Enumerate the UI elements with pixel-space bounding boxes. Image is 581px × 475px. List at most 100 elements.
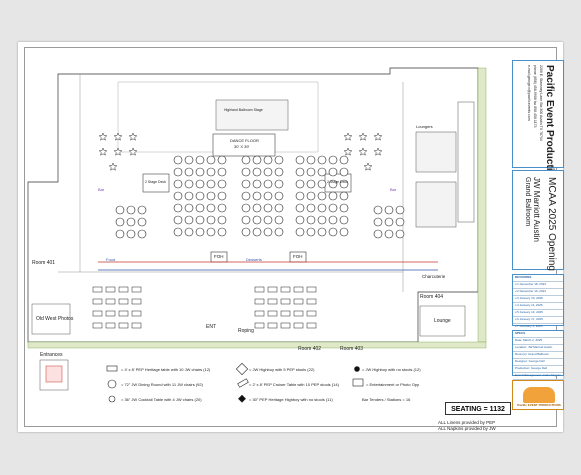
dining-round (217, 155, 227, 165)
dining-round (217, 179, 227, 189)
lounge-room (419, 305, 466, 337)
roping-label: Roping (238, 328, 254, 334)
legend-heritage-highboy: = 30" PEP Heritage Highboy with no stool… (249, 397, 333, 402)
dining-round (274, 203, 284, 213)
dining-round (317, 191, 327, 201)
dining-round (115, 229, 125, 239)
legend-highboy-stools: = JW Highboy with 5 PEP stools (22) (249, 367, 315, 372)
floor-plan-sheet: DANCE FLOOR 30' X 39' Highland Ballroom … (18, 42, 564, 432)
dining-round (295, 215, 305, 225)
foh-left-label: FOH (214, 254, 224, 259)
heritage-table (267, 286, 278, 293)
heritage-table (118, 286, 129, 293)
stage-deck-right-label: 2 Stage Deck (327, 180, 349, 184)
dining-round (217, 203, 227, 213)
dining-round (173, 227, 183, 237)
legend-highboy-no-stools: = JW Highboy with no stools (12) (362, 367, 421, 372)
dining-round (306, 167, 316, 177)
buffet-lines (98, 261, 438, 271)
old-west-photos-room (31, 303, 71, 335)
logo-mark (523, 387, 555, 403)
dining-round (252, 155, 262, 165)
dining-round (306, 215, 316, 225)
dining-round (195, 167, 205, 177)
dining-round (173, 167, 183, 177)
dining-round (317, 227, 327, 237)
dining-round (274, 179, 284, 189)
heritage-table (306, 310, 317, 317)
dining-round (306, 179, 316, 189)
seating-count: SEATING = 1132 (445, 402, 511, 415)
room-402-label: Room 402 (298, 346, 322, 352)
event-venue: JW Marriott Austin (532, 177, 541, 242)
heritage-table (306, 322, 317, 329)
stage (215, 99, 289, 131)
dining-round (306, 227, 316, 237)
dining-round (184, 191, 194, 201)
revision-item: v.6 January 17, 2025 (513, 317, 563, 324)
dining-round (252, 179, 262, 189)
heritage-table (293, 322, 304, 329)
dining-round (241, 203, 251, 213)
stage-deck-left-label: 2 Stage Deck (145, 180, 167, 184)
dance-floor-size: 30' X 39' (234, 144, 250, 149)
heritage-table (92, 322, 103, 329)
dining-round (317, 215, 327, 225)
dining-round (263, 167, 273, 177)
dining-round (252, 227, 262, 237)
dining-round (252, 167, 262, 177)
dining-round (317, 203, 327, 213)
specs-heading: SPECS (513, 331, 563, 338)
dining-round (339, 203, 349, 213)
heritage-table (118, 298, 129, 305)
dining-round (195, 179, 205, 189)
dining-round (339, 215, 349, 225)
floor-plan-drawing (27, 67, 487, 403)
dining-round (317, 179, 327, 189)
spec-item: Event Management: Carla Pagnini (513, 373, 563, 380)
dining-round (173, 191, 183, 201)
heritage-table (118, 310, 129, 317)
heritage-table (254, 298, 265, 305)
highboy-star (363, 162, 373, 171)
dining-round (126, 205, 136, 215)
heritage-table (293, 298, 304, 305)
legend-symbols (106, 362, 364, 403)
dining-round (339, 167, 349, 177)
dining-round (184, 203, 194, 213)
spec-item: Production: George Dell (513, 366, 563, 373)
heritage-table (280, 298, 291, 305)
highboy-star (358, 147, 368, 156)
company-email: e-mail george.n@pacificevents.com (527, 65, 531, 121)
dining-round (317, 167, 327, 177)
dining-round (252, 215, 262, 225)
dining-round (241, 155, 251, 165)
dining-rounds (115, 155, 405, 239)
dining-round (295, 167, 305, 177)
title-block: Pacific Event Productions 2200 E. Stassn… (512, 60, 564, 430)
entrances-label: Entrances (40, 352, 63, 358)
heritage-table (267, 322, 278, 329)
dining-round (295, 227, 305, 237)
dining-round (137, 229, 147, 239)
legend-entertainment: = Entertainment or Photo Opp (366, 382, 420, 387)
dining-round (206, 191, 216, 201)
heritage-table (131, 310, 142, 317)
dining-round (217, 227, 227, 237)
food-station-label: Food (106, 257, 116, 262)
spec-item: Location: JW Marriott Austin (513, 345, 563, 352)
highboy-star (343, 147, 353, 156)
revision-item: v.5 January 13, 2025 (513, 310, 563, 317)
dining-round (241, 227, 251, 237)
dining-round (263, 215, 273, 225)
dining-round (184, 227, 194, 237)
dining-round (395, 205, 405, 215)
heritage-table (131, 286, 142, 293)
lounge-label: Lounge (434, 318, 451, 324)
event-box: MCAA 2025 Opening JW Marriott Austin Gra… (512, 170, 564, 271)
dining-round (274, 227, 284, 237)
dining-round (206, 155, 216, 165)
dining-round (173, 215, 183, 225)
dining-round (328, 155, 338, 165)
dining-round (206, 215, 216, 225)
